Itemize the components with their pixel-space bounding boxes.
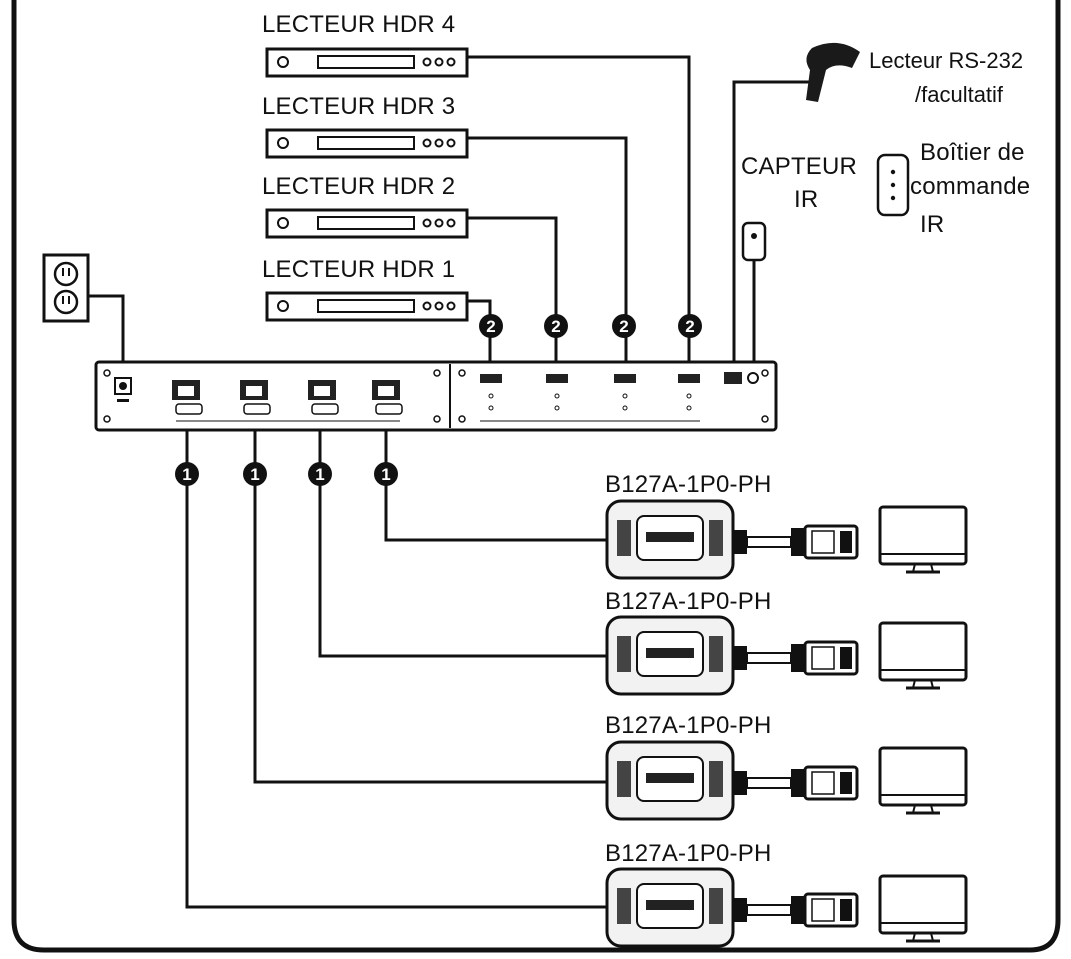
ir-remote-label-line2: commande [910,173,1031,200]
monitor-icon [878,746,968,815]
wall-outlet-icon [42,253,90,323]
receiver-label-3: B127A-1P0-PH [605,712,772,739]
svg-text:2: 2 [551,317,560,336]
ir-remote-icon [876,153,910,217]
receiver-label-2: B127A-1P0-PH [605,588,772,615]
monitor-icon [878,874,968,943]
receiver-label-1: B127A-1P0-PH [605,471,772,498]
output-port-3 [308,380,339,415]
step-marker-output: 1 [175,462,199,486]
power-cable [88,294,125,362]
receiver-device-4 [605,867,859,948]
step-marker-input: 2 [612,314,636,338]
receiver-label-4: B127A-1P0-PH [605,840,772,867]
input-port-1 [480,374,502,411]
svg-text:1: 1 [182,465,191,484]
barcode-scanner-icon [806,42,860,102]
input-port-2 [546,374,568,411]
receiver-device-2 [605,615,859,696]
step-marker-input: 2 [678,314,702,338]
output-port-4 [372,380,403,415]
matrix-unit [94,360,778,432]
input-port-3 [614,374,636,411]
cable-player-2 [467,216,558,366]
svg-text:1: 1 [381,465,390,484]
receiver-device-1 [605,499,859,580]
rs232-reader-label-line2: /facultatif [915,82,1004,107]
cable-player-3 [467,136,628,366]
output-port-2 [240,380,271,415]
step-marker-output: 1 [374,462,398,486]
ir-sensor-label-line2: IR [794,186,819,213]
player-label-2: LECTEUR HDR 2 [262,173,456,200]
svg-text:2: 2 [486,317,495,336]
player-label-1: LECTEUR HDR 1 [262,256,456,283]
player-label-4: LECTEUR HDR 4 [262,11,456,38]
rs232-reader-label-line1: Lecteur RS-232 [869,48,1024,73]
ir-remote-label-line3: IR [920,211,945,238]
ir-remote-label-line1: Boîtier de [920,139,1025,166]
frame-border [11,0,1061,953]
cable-output-2 [253,430,610,784]
player-device-1 [265,291,469,322]
step-marker-input: 2 [544,314,568,338]
svg-text:1: 1 [250,465,259,484]
cable-output-1 [185,430,610,909]
cable-rs232 [732,80,812,364]
player-device-3 [265,128,469,159]
player-device-2 [265,208,469,239]
step-marker-output: 1 [308,462,332,486]
monitor-icon [878,505,968,574]
svg-text:2: 2 [619,317,628,336]
step-marker-output: 1 [243,462,267,486]
svg-text:1: 1 [315,465,324,484]
output-port-1 [172,380,203,415]
cable-output-3 [318,430,610,658]
player-label-3: LECTEUR HDR 3 [262,93,456,120]
cable-player-1 [467,299,492,366]
step-marker-input: 2 [479,314,503,338]
monitor-icon [878,621,968,690]
svg-text:2: 2 [685,317,694,336]
ir-sensor-label-line1: CAPTEUR [741,153,858,180]
input-port-4 [678,374,700,411]
player-device-4 [265,47,469,78]
cable-player-4 [467,55,691,366]
ir-sensor-icon [741,221,767,262]
receiver-device-3 [605,740,859,821]
cable-output-4 [384,430,610,542]
